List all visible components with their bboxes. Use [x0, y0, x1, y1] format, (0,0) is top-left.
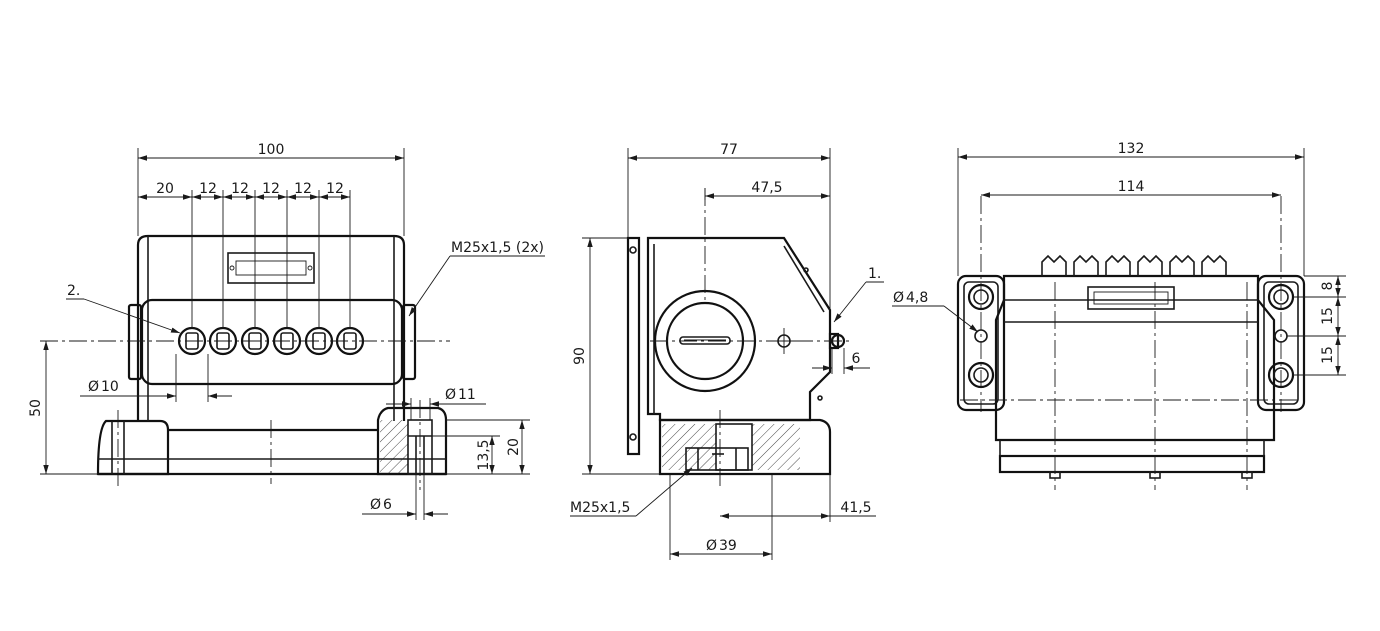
front-dia-symbol-lamp: Ø: [88, 379, 99, 395]
top-view: 132 114 Ø 4,8 8 15 15: [892, 141, 1346, 490]
side-base: [658, 418, 832, 476]
front-dim-pitch-3: 12: [262, 181, 280, 197]
side-back-plate: [626, 236, 641, 456]
front-label-plate: [227, 252, 315, 284]
side-dim-width: 77: [720, 142, 738, 158]
side-dia-symbol: Ø: [706, 538, 717, 554]
front-dim-base-height: 20: [506, 438, 522, 456]
side-dia-entry: 39: [719, 538, 737, 554]
front-dia-hole-top: 11: [458, 387, 476, 403]
front-dim-pitch-2: 12: [231, 181, 249, 197]
front-dia-symbol-top: Ø: [445, 387, 456, 403]
front-base: [96, 419, 170, 476]
side-dim-small: 6: [852, 351, 861, 367]
side-dim-height: 90: [572, 347, 588, 365]
front-dim-pitch-4: 12: [294, 181, 312, 197]
top-dim-hole-spacing: 114: [1118, 179, 1145, 195]
front-dim-pitch-1: 12: [199, 181, 217, 197]
front-thread-callout: M25x1,5 (2x): [451, 240, 544, 256]
front-dim-counterbore: 13,5: [476, 439, 492, 470]
side-gland-nut: [685, 447, 749, 471]
top-dia-symbol: Ø: [893, 290, 904, 306]
top-base-plate: [998, 454, 1266, 474]
side-thread-callout: M25x1,5: [570, 500, 630, 516]
front-dia-symbol-bottom: Ø: [370, 497, 381, 513]
front-gland-left: [127, 303, 143, 381]
side-dim-center: 47,5: [751, 180, 782, 196]
front-item-2: 2.: [67, 283, 80, 299]
top-terminals: [1041, 254, 1227, 276]
side-housing: [646, 236, 832, 422]
front-dim-height: 50: [28, 399, 44, 417]
front-gland-right: [401, 303, 417, 381]
top-dia-mount: 4,8: [906, 290, 928, 306]
front-dia-hole-bottom: 6: [383, 497, 392, 513]
front-dim-offset: 20: [156, 181, 174, 197]
front-view: 100 20 12 12 12 12 12 M25x1,5 (2x) 2.: [28, 142, 545, 520]
top-dim-v3: 15: [1320, 346, 1336, 364]
front-foot-section: [380, 420, 408, 474]
top-label-plate: [1087, 286, 1175, 310]
top-dim-width: 132: [1118, 141, 1145, 157]
top-dim-v1: 8: [1320, 282, 1336, 291]
side-item-1: 1.: [868, 266, 881, 282]
top-dim-v2: 15: [1320, 307, 1336, 325]
top-body: [994, 274, 1276, 442]
front-dim-width: 100: [258, 142, 285, 158]
side-view: 77 47,5 90 1. 6 M25x1,5 41,5 Ø: [570, 142, 884, 560]
front-dia-lamp: 10: [101, 379, 119, 395]
front-dim-pitch-5: 12: [326, 181, 344, 197]
front-bracket: [136, 234, 406, 421]
side-dim-offset: 41,5: [840, 500, 871, 516]
